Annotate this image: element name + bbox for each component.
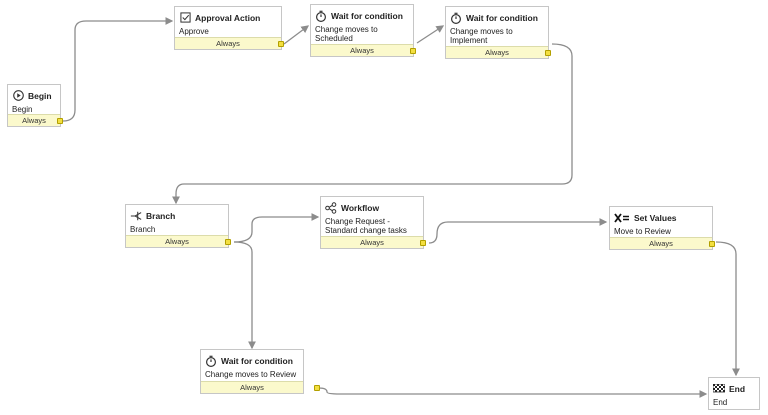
- wire-wait-implement-branch[interactable]: [172, 43, 573, 205]
- node-footer: Always: [610, 237, 712, 249]
- node-title: Approval Action: [195, 12, 261, 23]
- wire-set-values-end[interactable]: [715, 241, 740, 377]
- wait-implement-node[interactable]: Wait for condition Change moves to Imple…: [445, 6, 551, 59]
- node-title: Set Values: [634, 212, 677, 223]
- output-port[interactable]: [420, 240, 426, 246]
- node-description-line: Change moves to: [450, 27, 513, 36]
- wire-wait-review-end[interactable]: [318, 387, 708, 398]
- output-port[interactable]: [225, 239, 231, 245]
- workflow-icon: [325, 201, 337, 214]
- node-description: End: [713, 398, 728, 407]
- node-title: Branch: [146, 210, 176, 221]
- node-title: Begin: [28, 90, 52, 101]
- timer-icon: [205, 355, 217, 367]
- wire-begin-approval[interactable]: [62, 17, 174, 122]
- workflow-node[interactable]: Workflow Change Request - Standard chang…: [320, 196, 426, 249]
- begin-node[interactable]: Begin Begin Always: [7, 84, 63, 127]
- node-title: End: [729, 383, 746, 394]
- node-description: Change moves to Scheduled: [311, 22, 413, 43]
- node-description: Change moves to Implement: [446, 24, 548, 45]
- node-footer: Always: [201, 381, 303, 393]
- node-description-line: Standard change tasks: [325, 226, 407, 235]
- output-port[interactable]: [57, 118, 63, 124]
- node-footer: Always: [321, 236, 423, 248]
- wire-wait-scheduled-wait-implement[interactable]: [416, 25, 445, 44]
- node-description: Change Request - Standard change tasks: [321, 214, 423, 235]
- wait-scheduled-node[interactable]: Wait for condition Change moves to Sched…: [310, 4, 416, 57]
- wire-approval-wait-scheduled[interactable]: [283, 25, 310, 45]
- checkbox-icon: [179, 12, 191, 24]
- node-title: Wait for condition: [221, 355, 293, 366]
- wire-branch-workflow[interactable]: [233, 213, 320, 243]
- node-title: Wait for condition: [466, 12, 538, 23]
- wire-branch-wait-review[interactable]: [233, 241, 256, 350]
- timer-icon: [450, 12, 462, 24]
- set-values-node[interactable]: Set Values Move to Review Always: [609, 206, 715, 250]
- node-footer: Always: [126, 235, 228, 247]
- wire-workflow-set-values[interactable]: [428, 218, 608, 244]
- node-description-line: Change Request -: [325, 217, 390, 226]
- branch-icon: [130, 210, 142, 222]
- node-description-line: Implement: [450, 36, 488, 45]
- output-port[interactable]: [545, 50, 551, 56]
- output-port[interactable]: [314, 385, 320, 391]
- node-description: Approve: [179, 27, 209, 36]
- wait-review-node[interactable]: Wait for condition Change moves to Revie…: [200, 349, 320, 394]
- end-node[interactable]: End End: [708, 377, 760, 410]
- play-icon: [12, 90, 24, 102]
- branch-node[interactable]: Branch Branch Always: [125, 204, 231, 248]
- node-title: Workflow: [341, 202, 380, 213]
- timer-icon: [315, 10, 327, 22]
- node-description-line: Change moves to: [315, 25, 378, 34]
- node-description: Move to Review: [614, 227, 671, 236]
- output-port[interactable]: [278, 41, 284, 47]
- node-description: Branch: [130, 225, 156, 234]
- output-port[interactable]: [410, 48, 416, 54]
- node-footer: Always: [311, 44, 413, 56]
- node-description-line: Scheduled: [315, 34, 353, 43]
- node-footer: Always: [175, 37, 281, 49]
- output-port[interactable]: [709, 241, 715, 247]
- set-values-icon: [614, 212, 630, 224]
- node-title: Wait for condition: [331, 10, 403, 21]
- node-footer: Always: [8, 114, 60, 126]
- checkered-flag-icon: [713, 383, 725, 395]
- node-description: Change moves to Review: [205, 370, 297, 379]
- node-description: Begin: [12, 105, 33, 114]
- approval-action-node[interactable]: Approval Action Approve Always: [174, 6, 284, 50]
- node-footer: Always: [446, 46, 548, 58]
